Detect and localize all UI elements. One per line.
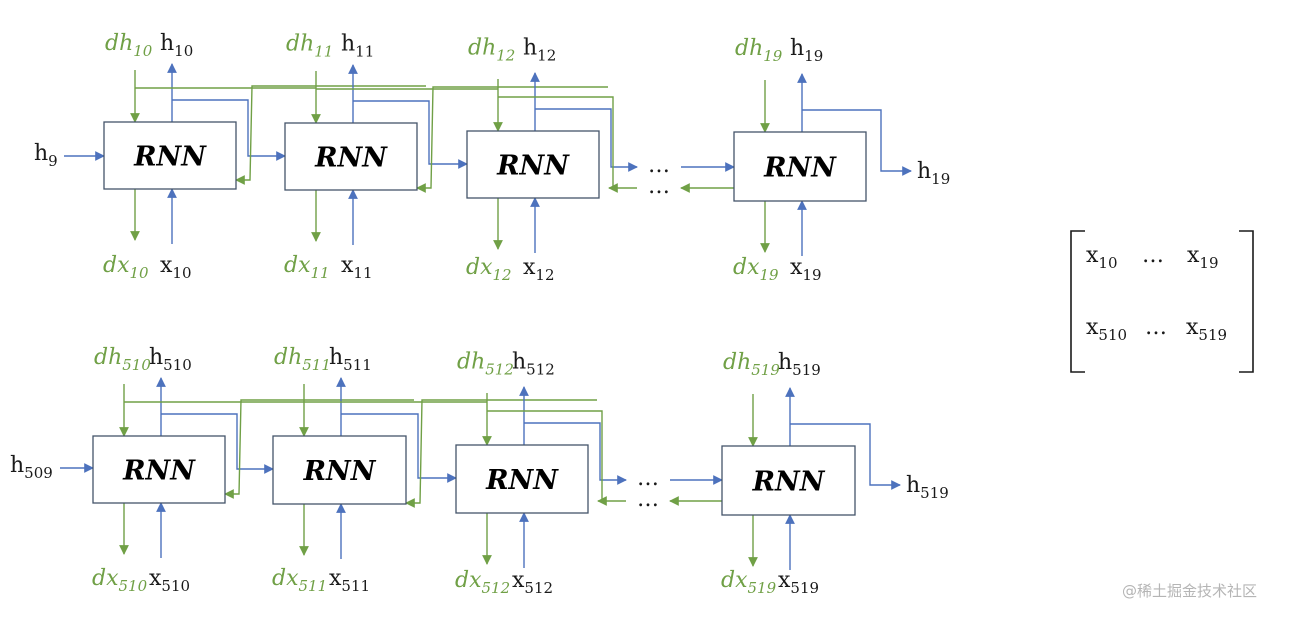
dh-label: dh511 — [274, 345, 331, 374]
matrix-cell-r1-left: x10 — [1086, 243, 1118, 272]
rnn-cell-label: RNN — [303, 456, 377, 487]
rnn-cell — [466, 130, 600, 199]
matrix-dots-r1: … — [1142, 243, 1164, 268]
dx-label: dx512 — [455, 568, 510, 597]
rnn-cell — [284, 122, 418, 191]
h-label: h11 — [341, 32, 374, 61]
matrix-right-bracket — [1239, 230, 1254, 373]
rnn-cell-label: RNN — [314, 143, 388, 174]
rnn-cell-label: RNN — [133, 142, 207, 173]
ellipsis-backward: … — [637, 487, 659, 512]
dh-link-top — [498, 96, 614, 188]
dh-label: dh12 — [468, 36, 515, 65]
dx-label: dx12 — [466, 255, 512, 284]
ellipsis-backward: … — [648, 174, 670, 199]
dh-label: dh19 — [735, 36, 783, 65]
dx-label: dx511 — [272, 566, 327, 595]
connections-layer — [60, 63, 912, 570]
matrix-left-bracket — [1070, 230, 1085, 373]
dh-backward-arrow — [405, 399, 597, 508]
dh-link-top — [487, 410, 603, 501]
matrix-cell-r2-right: x519 — [1186, 315, 1227, 344]
h-forward-arrow — [353, 100, 468, 169]
x-label: x11 — [341, 253, 373, 282]
ellipsis-forward: … — [637, 466, 659, 491]
h-forward-arrow — [524, 422, 627, 485]
dh-backward-arrow — [224, 399, 414, 499]
matrix-dots-r2: … — [1145, 315, 1167, 340]
dh-label: dh519 — [723, 350, 780, 379]
dh-backward-arrow — [235, 85, 426, 185]
rnn-cell — [721, 445, 856, 516]
dh-backward-arrow — [416, 86, 608, 193]
rnn-cell — [455, 444, 589, 514]
h-label: h10 — [160, 31, 193, 60]
matrix-cell-r1-right: x19 — [1187, 243, 1219, 272]
dh-label: dh10 — [105, 31, 153, 60]
h-out-label: h19 — [917, 159, 950, 188]
x-label: x12 — [523, 255, 555, 284]
rnn-cell-label: RNN — [122, 456, 196, 487]
h-out-final-arrow — [802, 109, 912, 176]
h-forward-arrow — [341, 413, 457, 483]
h-label: h19 — [790, 36, 823, 65]
dx-label: dx10 — [103, 253, 149, 282]
h-label: h12 — [523, 36, 556, 65]
h-out-final-arrow — [790, 423, 901, 490]
x-label: x519 — [778, 568, 819, 597]
dx-label: dx11 — [284, 253, 330, 282]
dx-label: dx519 — [721, 568, 777, 597]
h-label: h519 — [778, 350, 821, 379]
h-forward-arrow — [535, 108, 638, 172]
h-forward-arrow — [161, 413, 274, 474]
h-in-label: h9 — [34, 141, 58, 170]
matrix-cell-r2-left: x510 — [1086, 315, 1127, 344]
sequence-matrix: x10 … x19 x510 … x519 — [1070, 230, 1254, 373]
rnn-cell — [733, 131, 867, 202]
cells-layer: RNN RNN RNN RNN RNN RNN RNN RNN — [92, 121, 867, 516]
rnn-cell — [92, 435, 226, 504]
dh-label: dh512 — [457, 350, 514, 379]
x-label: x19 — [790, 255, 822, 284]
h-out-label: h519 — [906, 473, 949, 502]
rnn-cell-label: RNN — [763, 153, 837, 184]
rnn-cell-label: RNN — [485, 465, 559, 496]
x-label: x511 — [329, 566, 370, 595]
x-label: x10 — [160, 253, 192, 282]
rnn-cell — [103, 121, 237, 190]
h-label: h510 — [149, 345, 192, 374]
dh-label: dh11 — [286, 32, 333, 61]
ellipsis-forward: … — [648, 153, 670, 178]
x-label: x512 — [512, 568, 553, 597]
x-label: x510 — [149, 566, 190, 595]
watermark-text: @稀土掘金技术社区 — [1122, 582, 1257, 600]
rnn-cell-label: RNN — [496, 151, 570, 182]
rnn-cell-label: RNN — [752, 467, 826, 498]
h-forward-arrow — [172, 99, 286, 161]
h-label: h511 — [329, 345, 372, 374]
dx-label: dx510 — [92, 566, 148, 595]
dh-label: dh510 — [94, 345, 151, 374]
dx-label: dx19 — [733, 255, 779, 284]
rnn-cell — [272, 435, 407, 505]
h-in-label: h509 — [10, 453, 53, 482]
h-label: h512 — [512, 350, 555, 379]
